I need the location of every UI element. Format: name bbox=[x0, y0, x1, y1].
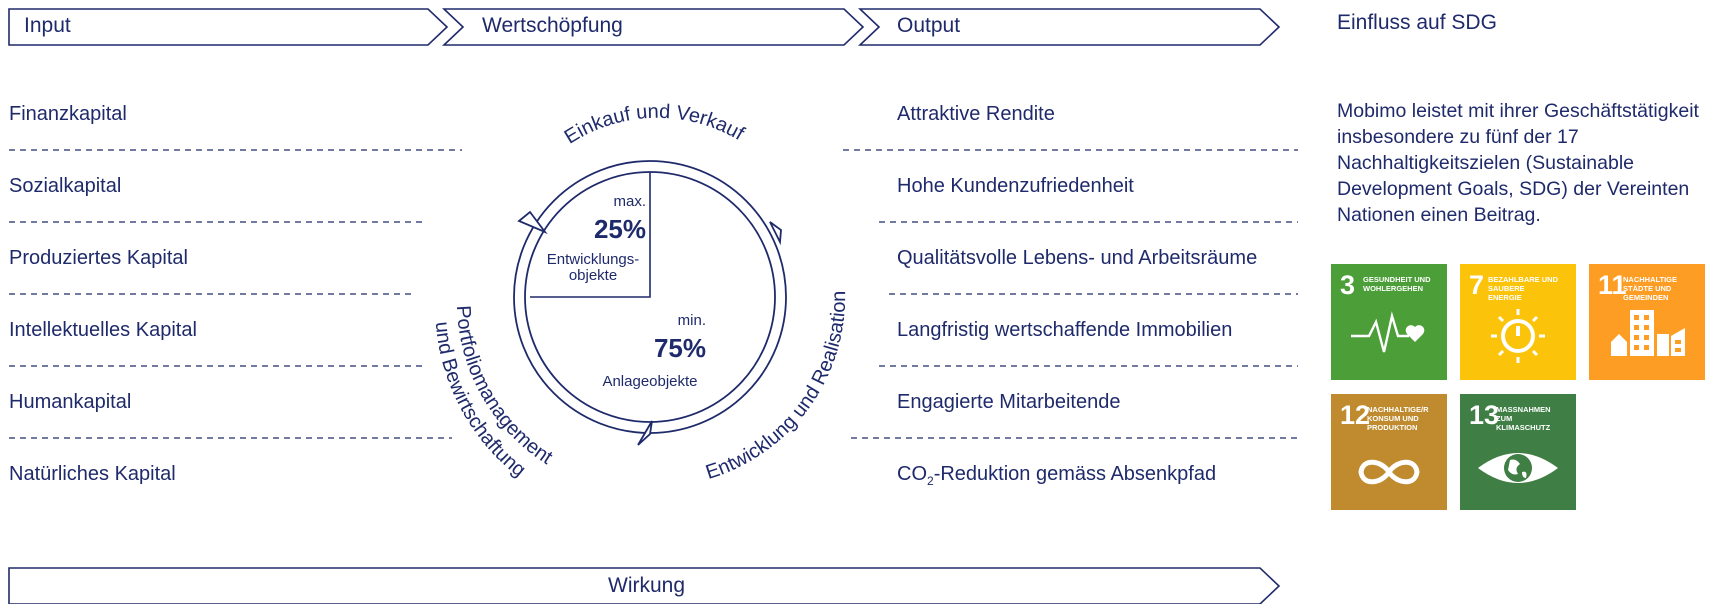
output-item: Langfristig wertschaffende Immobilien bbox=[897, 319, 1233, 341]
input-item: Sozialkapital bbox=[9, 175, 122, 197]
header-sdg: Einfluss auf SDG bbox=[1337, 11, 1497, 34]
inv-prefix: min. bbox=[677, 312, 706, 329]
input-separators bbox=[9, 149, 462, 439]
value-creation-chevron bbox=[441, 8, 865, 46]
output-item: Qualitätsvolle Lebens- und Arbeitsräume bbox=[897, 247, 1258, 269]
output-chevron bbox=[857, 8, 1281, 46]
dev-share-value: 25% bbox=[593, 214, 646, 244]
heartbeat-icon bbox=[1351, 311, 1425, 353]
output-item: Hohe Kundenzufriedenheit bbox=[897, 175, 1134, 197]
header-input: Input bbox=[24, 14, 71, 37]
share-split bbox=[530, 172, 651, 298]
sdg-tile-3: 3 Gesundheit und Wohlergehen bbox=[1331, 264, 1447, 380]
cycle-arrows bbox=[517, 210, 782, 446]
sdg-tile-12: 12 Nachhaltige/r Konsum und Produktion bbox=[1331, 394, 1447, 510]
eye-globe-icon bbox=[1478, 453, 1558, 483]
sdg-tile-13: 13 Massnahmen zum Klimaschutz bbox=[1460, 394, 1576, 510]
input-item: Intellektuelles Kapital bbox=[9, 319, 197, 341]
dev-prefix: max. bbox=[613, 193, 646, 210]
header-output: Output bbox=[897, 14, 961, 37]
sdg-tile-7: 7 Bezahlbare und saubere Energie bbox=[1460, 264, 1576, 380]
cycle-label-top: Einkauf und Verkauf bbox=[561, 101, 749, 149]
cycle-arrow-left bbox=[517, 210, 548, 235]
inv-share-value: 75% bbox=[653, 333, 706, 363]
cycle-arrow-right bbox=[769, 221, 782, 246]
sdg-tile-11: 11 Nachhaltige Städte und Gemeinden bbox=[1589, 264, 1705, 380]
header-impact: Wirkung bbox=[608, 574, 686, 597]
output-item-co2: CO2-Reduktion gemäss Absenkpfad bbox=[897, 463, 1217, 488]
output-item: Attraktive Rendite bbox=[897, 103, 1055, 125]
sdg-description: Mobimo leistet mit ihrer Geschäfts­tätig… bbox=[1337, 100, 1699, 226]
output-separators bbox=[843, 149, 1298, 439]
impact-chevron bbox=[8, 567, 1281, 604]
input-item: Natürliches Kapital bbox=[9, 463, 176, 485]
city-buildings-icon bbox=[1611, 310, 1685, 356]
infinity-icon bbox=[1358, 459, 1420, 485]
input-chevron bbox=[8, 8, 449, 46]
dev-label: Entwicklungs-objekte bbox=[546, 251, 640, 284]
cycle-label-right: Entwicklung und Realisation bbox=[703, 291, 850, 484]
input-item: Humankapital bbox=[9, 391, 132, 413]
output-item: Engagierte Mitarbeitende bbox=[897, 391, 1121, 413]
sun-power-icon bbox=[1491, 309, 1545, 363]
input-item: Finanzkapital bbox=[9, 103, 127, 125]
input-item: Produziertes Kapital bbox=[9, 247, 188, 269]
cycle-arrow-bottom bbox=[637, 420, 653, 446]
inv-label: Anlageobjekte bbox=[602, 373, 698, 390]
header-value-creation: Wertschöpfung bbox=[482, 14, 623, 37]
